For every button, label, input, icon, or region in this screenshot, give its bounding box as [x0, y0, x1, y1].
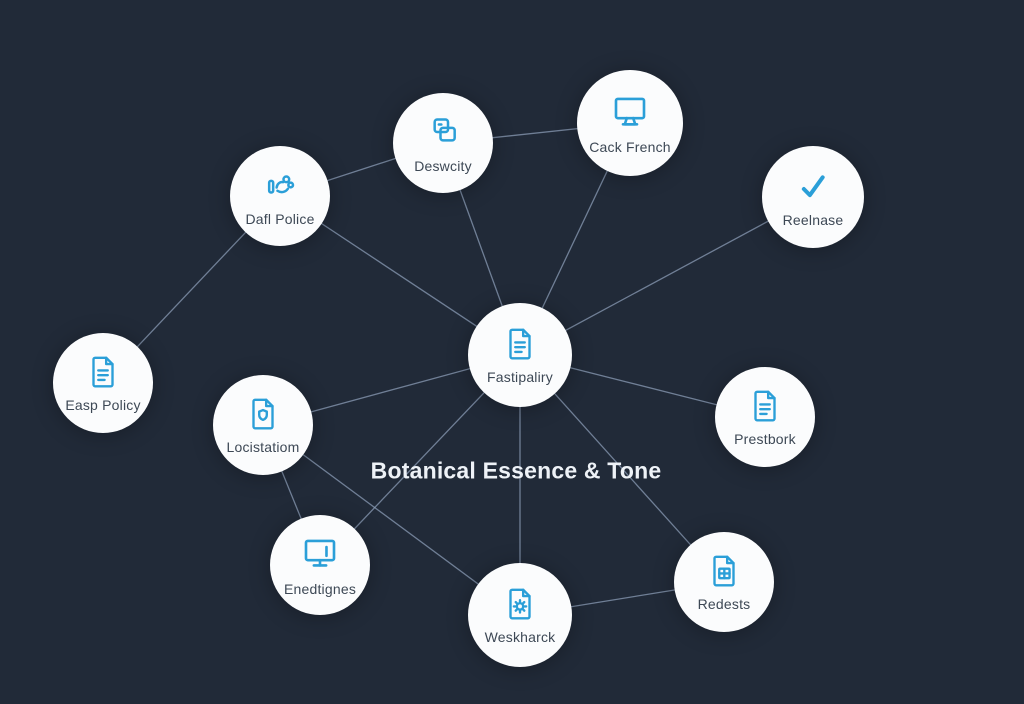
copy-windows-icon [423, 112, 463, 152]
node-label-easp-policy: Easp Policy [65, 397, 141, 413]
node-weskharck[interactable]: Weskharck [468, 563, 572, 667]
node-label-redests: Redests [697, 596, 751, 612]
document-table-icon [705, 552, 743, 590]
node-label-prestbork: Prestbork [734, 431, 796, 447]
node-label-dafl-police: Dafl Police [245, 211, 315, 227]
monitor-cursor-icon [299, 533, 341, 575]
document-icon [501, 325, 539, 363]
node-easp-policy[interactable]: Easp Policy [53, 333, 153, 433]
document-shield-icon [244, 395, 282, 433]
node-label-locistatiom: Locistatiom [226, 439, 300, 455]
node-fastipality[interactable]: Fastipaliry [468, 303, 572, 407]
node-reelnase[interactable]: Reelnase [762, 146, 864, 248]
node-label-deswcity: Deswcity [414, 158, 472, 174]
diagram-title: Botanical Essence & Tone [370, 457, 662, 484]
document-icon [84, 353, 122, 391]
node-redests[interactable]: Redests [674, 532, 774, 632]
node-cack-french[interactable]: Cack French [577, 70, 683, 176]
node-dafl-police[interactable]: Dafl Police [230, 146, 330, 246]
node-prestbork[interactable]: Prestbork [715, 367, 815, 467]
node-label-fastipality: Fastipaliry [487, 369, 553, 385]
document-icon [746, 387, 784, 425]
node-label-enedtignes: Enedtignes [283, 581, 357, 597]
edge-reelnase-fastipality [519, 196, 814, 356]
node-label-weskharck: Weskharck [484, 629, 556, 645]
node-label-cack-french: Cack French [589, 139, 671, 155]
node-deswcity[interactable]: Deswcity [393, 93, 493, 193]
node-enedtignes[interactable]: Enedtignes [270, 515, 370, 615]
document-gear-icon [501, 585, 539, 623]
node-label-reelnase: Reelnase [782, 212, 844, 228]
share-gesture-icon [260, 165, 300, 205]
checkmark-icon [793, 166, 833, 206]
monitor-icon [609, 91, 651, 133]
node-locistatiom[interactable]: Locistatiom [213, 375, 313, 475]
